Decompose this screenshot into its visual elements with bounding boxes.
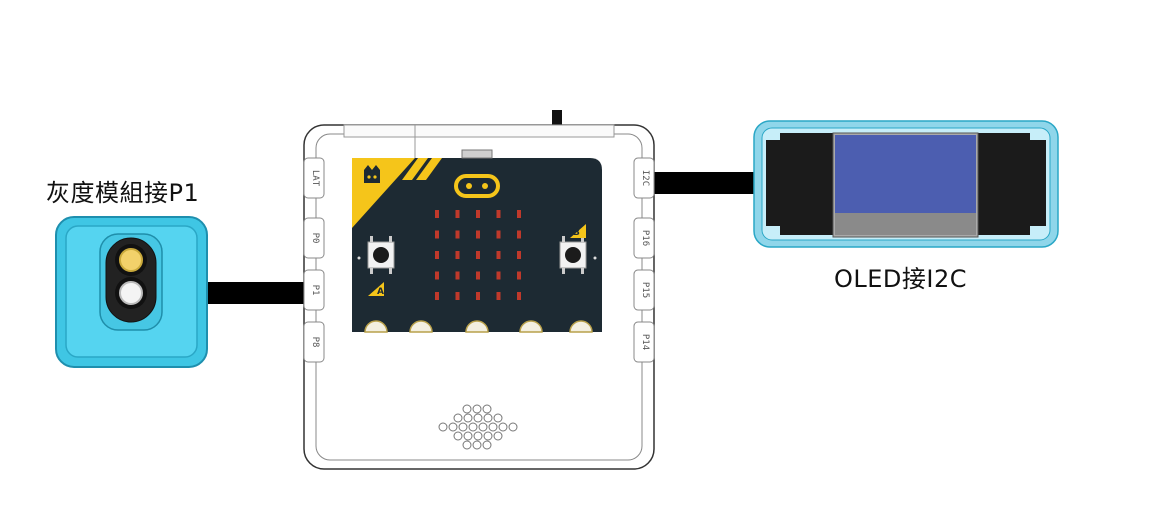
speaker-grille (438, 404, 518, 450)
led-0-1 (455, 210, 460, 218)
led-1-2 (476, 230, 480, 239)
button-a-label: A (377, 287, 384, 297)
port-label-p1: P1 (310, 285, 320, 296)
port-label-lat: LAT (310, 170, 320, 187)
led-3-1 (455, 271, 460, 280)
cable-grayscale-to-p1 (200, 282, 308, 304)
edge-connector-pads (364, 320, 593, 333)
cable-oled-to-i2c (646, 172, 758, 194)
led-4-1 (455, 292, 460, 300)
button-b-label: B (573, 228, 580, 238)
left-ports: LAT P0 P1 P8 (303, 157, 325, 363)
button-b[interactable]: B (559, 224, 587, 274)
led-2-1 (455, 251, 460, 259)
led-1-0 (435, 230, 439, 239)
port-label-p8: P8 (310, 337, 320, 348)
port-label-p16: P16 (640, 230, 650, 246)
led-3-0 (435, 271, 439, 280)
led-3-3 (496, 271, 501, 280)
led-0-2 (476, 210, 480, 218)
led-4-4 (517, 292, 521, 300)
power-switch[interactable] (552, 110, 562, 127)
led-matrix (435, 210, 521, 300)
led-2-3 (496, 251, 501, 259)
oled-label: OLED接I2C (834, 265, 968, 293)
led-4-2 (476, 292, 480, 300)
led-1-1 (455, 230, 460, 239)
led-4-0 (435, 292, 439, 300)
led-0-4 (517, 210, 521, 218)
led-0-0 (435, 210, 439, 218)
oled-module (753, 120, 1059, 248)
led-2-4 (517, 251, 521, 259)
grayscale-sensor-module (55, 216, 208, 368)
microbit-board: A B (352, 149, 602, 333)
led-0-3 (496, 210, 501, 218)
port-label-p14: P14 (640, 334, 650, 350)
led-2-0 (435, 251, 439, 259)
usb-connector (461, 149, 493, 159)
led-1-3 (496, 230, 501, 239)
led-2-2 (476, 251, 480, 259)
led-3-4 (517, 271, 521, 280)
grayscale-module-label: 灰度模組接P1 (46, 179, 200, 207)
led-4-3 (496, 292, 501, 300)
port-label-p15: P15 (640, 282, 650, 298)
led-3-2 (476, 271, 480, 280)
button-a[interactable]: A (367, 236, 395, 297)
port-label-i2c: I2C (640, 170, 650, 186)
right-ports: I2C P16 P15 P14 (633, 157, 655, 363)
touch-logo-icon[interactable] (454, 174, 500, 198)
port-label-p0: P0 (310, 233, 320, 244)
led-1-4 (517, 230, 521, 239)
microbit-logo-icon (364, 165, 380, 183)
